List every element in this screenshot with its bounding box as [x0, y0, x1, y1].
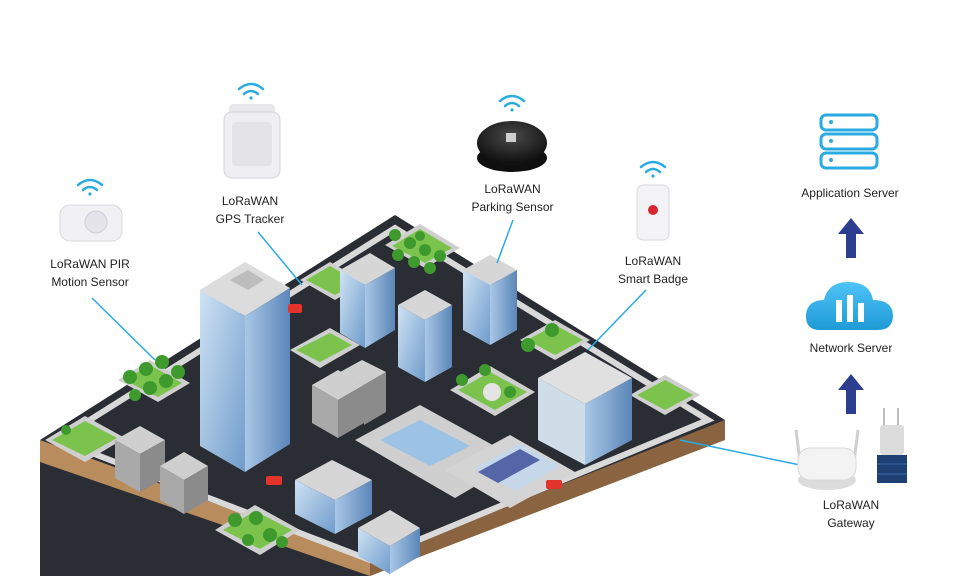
gps-label-line1: LoRaWAN: [221, 194, 279, 208]
wifi-icon: [237, 82, 265, 100]
gateway-label-line2: Gateway: [827, 516, 875, 530]
wifi-icon: [498, 94, 526, 112]
connector-lines: [91, 219, 801, 466]
wifi-icon: [76, 178, 104, 196]
smart-badge-label: LoRaWAN Smart Badge: [598, 252, 708, 288]
parking-label-line1: LoRaWAN: [484, 182, 541, 196]
pir-motion-sensor-label: LoRaWAN PIR Motion Sensor: [30, 255, 150, 291]
pir-motion-sensor-device: [59, 204, 123, 242]
network-server-text: Network Server: [809, 341, 893, 355]
badge-label-line2: Smart Badge: [617, 272, 689, 286]
gps-tracker-label: LoRaWAN GPS Tracker: [195, 192, 305, 228]
application-server-icon: [819, 113, 879, 170]
application-server-label: Application Server: [785, 184, 915, 202]
trees: [61, 229, 559, 548]
smart-badge-device: [636, 184, 670, 241]
gps-label-line2: GPS Tracker: [215, 212, 285, 226]
network-server-label: Network Server: [795, 339, 907, 357]
application-server-text: Application Server: [801, 186, 899, 200]
up-arrow-icon: [838, 218, 864, 258]
parking-sensor-label: LoRaWAN Parking Sensor: [455, 180, 570, 216]
gps-tracker-device: [223, 104, 281, 179]
vehicles: [266, 304, 562, 489]
wifi-icon: [639, 160, 667, 178]
parking-sensor-device: [477, 121, 547, 172]
buildings: [115, 253, 632, 574]
gateway-label-line1: LoRaWAN: [822, 498, 880, 512]
pir-label-line2: Motion Sensor: [51, 275, 129, 289]
network-server-cloud-icon: [805, 282, 893, 330]
parking-label-line2: Parking Sensor: [471, 200, 554, 214]
badge-label-line1: LoRaWAN: [624, 254, 682, 268]
lorawan-gateway-label: LoRaWAN Gateway: [795, 496, 907, 532]
up-arrow-icon: [838, 374, 864, 414]
lorawan-gateway-device: [794, 408, 907, 490]
pir-label-line1: LoRaWAN PIR: [50, 257, 130, 271]
